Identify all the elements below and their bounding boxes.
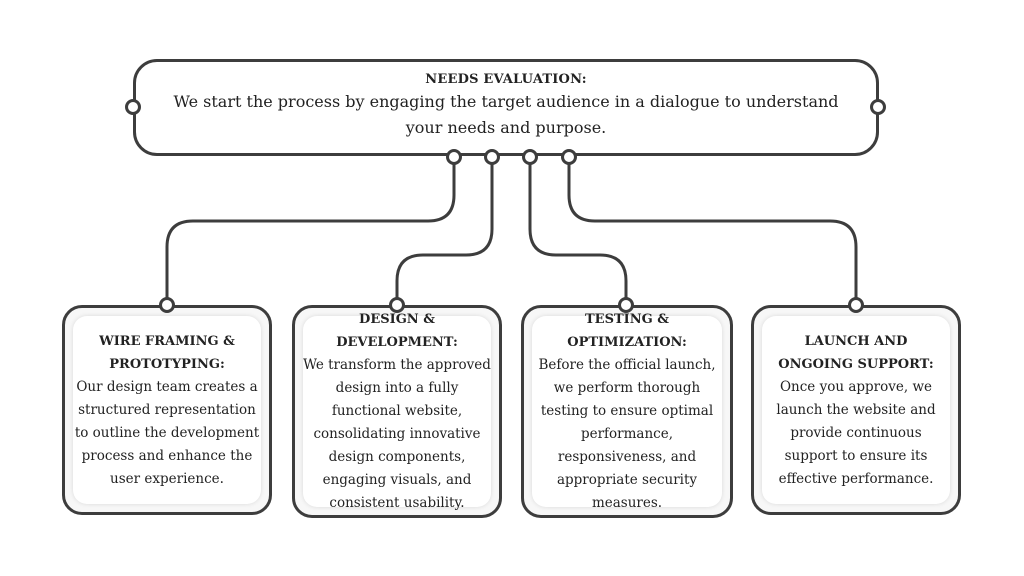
connector-dot bbox=[159, 297, 175, 313]
card-inner-panel bbox=[303, 316, 491, 507]
card-inner-panel bbox=[532, 316, 722, 507]
connector-dot bbox=[484, 149, 500, 165]
testing-optimization-text: Before the official launch, we perform t… bbox=[538, 357, 716, 511]
launch-support-text: Once you approve, we launch the website … bbox=[776, 378, 936, 487]
connector-dot bbox=[389, 297, 405, 313]
card-inner-panel bbox=[73, 316, 261, 504]
connector-to-launch-support bbox=[567, 157, 858, 305]
design-development-text: We transform the approved design into a … bbox=[303, 357, 491, 511]
design-development-card: DESIGN & DEVELOPMENT: We transform the a… bbox=[292, 305, 502, 518]
launch-support-title: LAUNCH AND ONGOING SUPPORT: bbox=[778, 333, 934, 372]
connector-dot bbox=[870, 99, 886, 115]
wire-framing-text: Our design team creates a structured rep… bbox=[74, 378, 260, 487]
connector-dot bbox=[618, 297, 634, 313]
needs-evaluation-box: NEEDS EVALUATION: We start the process b… bbox=[133, 59, 879, 156]
needs-evaluation-title: NEEDS EVALUATION: bbox=[425, 72, 587, 87]
connector-dot bbox=[125, 99, 141, 115]
connector-dot bbox=[848, 297, 864, 313]
testing-optimization-title: TESTING & OPTIMIZATION: bbox=[567, 312, 687, 350]
connector-to-testing-optimization bbox=[528, 157, 628, 305]
connector-dot bbox=[446, 149, 462, 165]
card-inner-panel bbox=[762, 316, 950, 504]
connector-to-wire-framing bbox=[165, 157, 456, 305]
wire-framing-title: WIRE FRAMING & PROTOTYPING: bbox=[99, 333, 235, 372]
connector-to-design-development bbox=[395, 157, 494, 305]
wire-framing-card: WIRE FRAMING & PROTOTYPING: Our design t… bbox=[62, 305, 272, 515]
connector-dot bbox=[561, 149, 577, 165]
design-development-title: DESIGN & DEVELOPMENT: bbox=[336, 312, 458, 350]
needs-evaluation-text: We start the process by engaging the tar… bbox=[173, 92, 839, 137]
launch-support-card: LAUNCH AND ONGOING SUPPORT: Once you app… bbox=[751, 305, 961, 515]
connector-dot bbox=[522, 149, 538, 165]
testing-optimization-card: TESTING & OPTIMIZATION: Before the offic… bbox=[521, 305, 733, 518]
